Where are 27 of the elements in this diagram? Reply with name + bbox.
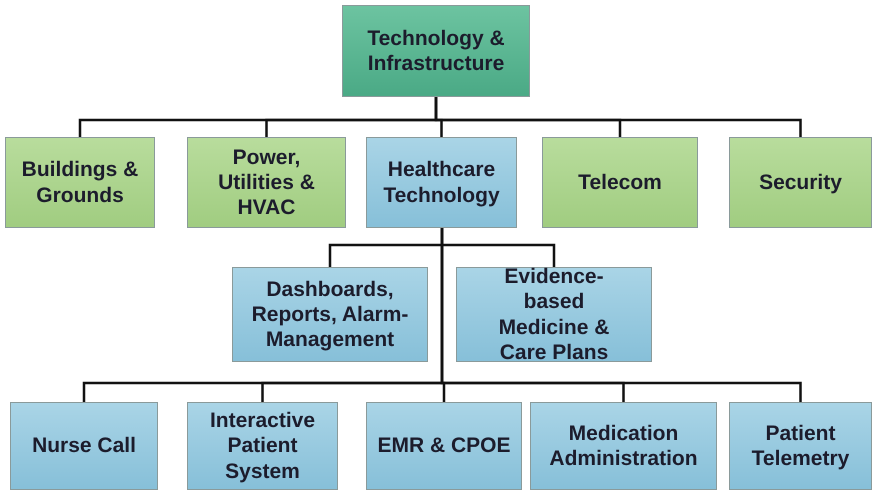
box-label: Power, Utilities & HVAC (217, 144, 316, 220)
org-box (729, 402, 872, 490)
org-box (366, 402, 522, 490)
box-label: Buildings & Grounds (20, 157, 140, 208)
org-box (187, 137, 346, 228)
box-label: Telecom (578, 170, 662, 196)
box-label: Evidence-based Medicine & Care Plans (498, 264, 610, 365)
connector-line (434, 97, 802, 137)
org-box (456, 267, 652, 362)
box-label: EMR & CPOE (377, 433, 510, 459)
org-box (232, 267, 428, 362)
org-box (342, 5, 530, 97)
org-box (366, 137, 517, 228)
org-box (729, 137, 872, 228)
org-box (530, 402, 717, 490)
org-box (187, 402, 338, 490)
org-box (5, 137, 155, 228)
box-label: Technology & Infrastructure (366, 26, 506, 76)
box-label: Nurse Call (32, 433, 136, 459)
box-label: Patient Telemetry (750, 420, 850, 472)
org-box (542, 137, 698, 228)
box-label: Dashboards, Reports, Alarm-Management (250, 276, 410, 352)
box-label: Medication Administration (548, 420, 699, 472)
box-label: Interactive Patient System (208, 408, 316, 484)
org-box (10, 402, 158, 490)
box-label: Healthcare Technology (382, 157, 501, 208)
box-label: Security (759, 170, 842, 196)
